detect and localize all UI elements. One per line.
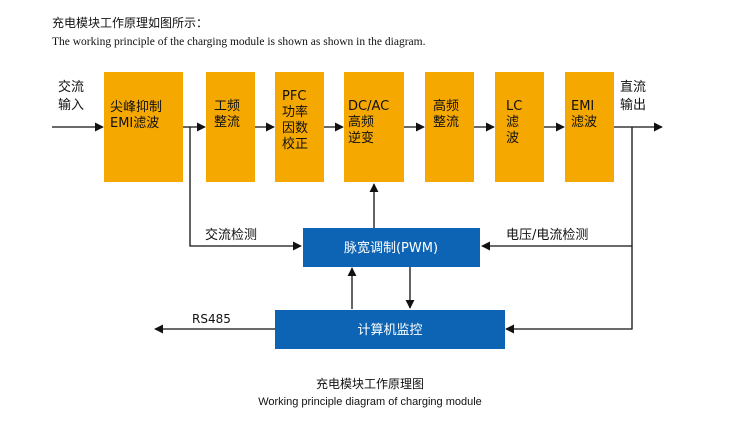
ac-detect-line (189, 127, 302, 251)
stage-block-emi-suppress (104, 72, 183, 182)
output-label-line2: 输出 (620, 97, 646, 113)
ac-detect-label: 交流检测 (205, 227, 257, 243)
stage-label-pfc-2: 因数 (282, 121, 308, 136)
stage-block-emi-out (565, 72, 614, 182)
stage-block-lc (495, 72, 544, 182)
intro-text-en: The working principle of the charging mo… (52, 36, 426, 48)
vi-detect-label: 电压/电流检测 (506, 228, 588, 243)
stage-block-dcac (344, 72, 404, 182)
computer-label: 计算机监控 (357, 323, 422, 338)
intro-text-zh: 充电模块工作原理如图所示： (52, 16, 209, 30)
conversion-stages: 尖峰抑制EMI滤波工频整流PFC功率因数校正DC/AC高频逆变高频整流LC滤波E… (104, 72, 614, 182)
stage-label-lc-2: 波 (506, 131, 519, 146)
stage-label-hf-rectify-0: 高频 (433, 98, 459, 114)
stage-label-lc-0: LC (506, 99, 522, 114)
stage-label-dcac-2: 逆变 (348, 130, 374, 146)
caption-zh: 充电模块工作原理图 (315, 377, 424, 391)
stage-label-rectify-0: 工频 (214, 99, 240, 114)
connector-lines (52, 122, 663, 334)
caption-en: Working principle diagram of charging mo… (258, 396, 482, 408)
stage-label-dcac-0: DC/AC (348, 99, 389, 114)
stage-block-hf-rectify (425, 72, 474, 182)
stage-label-emi-suppress-1: EMI滤波 (110, 116, 159, 131)
stage-label-pfc-3: 校正 (282, 136, 308, 152)
stage-block-pfc (275, 72, 324, 182)
stage-label-pfc-1: 功率 (282, 104, 308, 120)
stage-label-dcac-1: 高频 (348, 114, 374, 130)
output-label-line1: 直流 (620, 80, 646, 95)
stage-label-hf-rectify-1: 整流 (433, 115, 459, 130)
input-label-line1: 交流 (58, 79, 84, 95)
computer-block (275, 310, 505, 349)
rs485-label: RS485 (192, 312, 231, 326)
stage-label-lc-1: 滤 (506, 115, 519, 130)
stage-label-rectify-1: 整流 (214, 115, 240, 130)
input-label-line2: 输入 (58, 97, 84, 113)
stage-label-pfc-0: PFC (282, 89, 306, 104)
monitor-line (505, 246, 633, 334)
pwm-label: 脉宽调制(PWM) (344, 240, 438, 256)
pwm-block (303, 228, 480, 267)
stage-block-rectify (206, 72, 255, 182)
stage-label-emi-suppress-0: 尖峰抑制 (110, 100, 162, 115)
stage-label-emi-out-1: 滤波 (571, 115, 597, 130)
stage-label-emi-out-0: EMI (571, 99, 594, 114)
